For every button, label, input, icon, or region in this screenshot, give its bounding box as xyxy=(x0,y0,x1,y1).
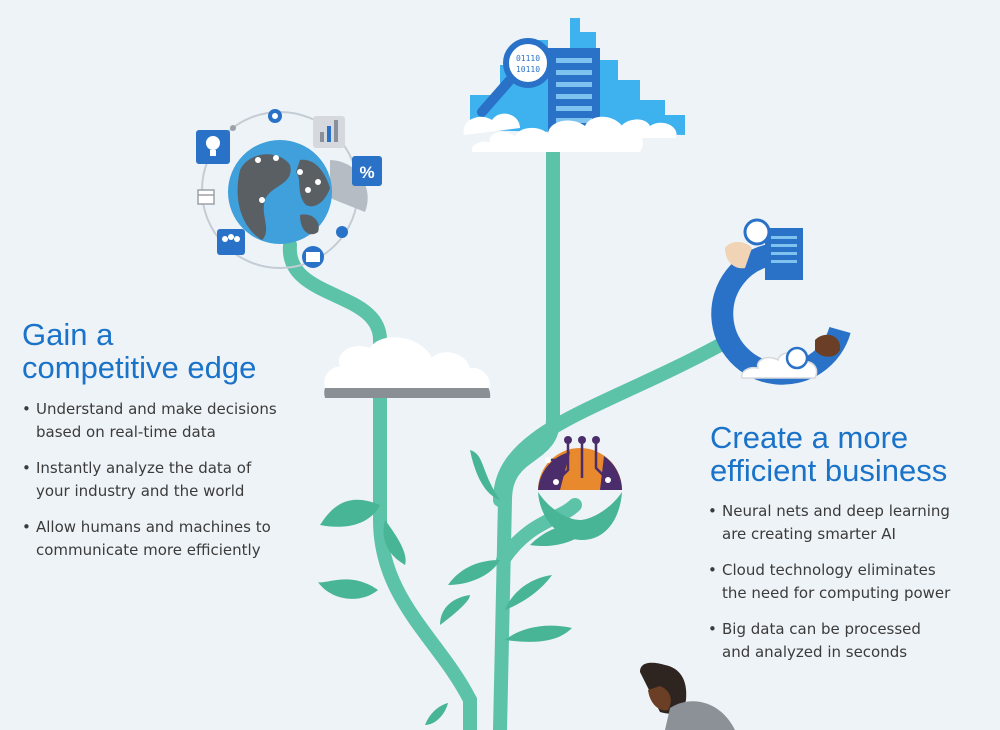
bullet-text: Understand and make decisions xyxy=(36,400,277,418)
leaf xyxy=(320,499,380,527)
magnifier-icon xyxy=(743,218,771,246)
calendar-icon xyxy=(197,189,215,205)
bullet-item: Big data can be processed and analyzed i… xyxy=(708,618,988,664)
bullet-item: Allow humans and machines to communicate… xyxy=(22,516,312,562)
bullet-text: Instantly analyze the data of xyxy=(36,459,252,477)
leaves xyxy=(318,450,590,725)
bullet-item: Neural nets and deep learning are creati… xyxy=(708,500,988,546)
bullet-item: Understand and make decisions based on r… xyxy=(22,398,312,444)
circuit-brain-icon xyxy=(538,436,622,540)
heading-line: Create a more xyxy=(710,420,909,455)
leaf xyxy=(383,520,406,565)
bullet-text: Neural nets and deep learning xyxy=(722,502,950,520)
vine-stems xyxy=(282,143,727,730)
hand-icon xyxy=(815,334,841,357)
bullet-text: Allow humans and machines to xyxy=(36,518,271,536)
bullet-item: Cloud technology eliminates the need for… xyxy=(708,559,988,605)
percent-label: % xyxy=(359,163,374,182)
bullet-text: Cloud technology eliminates xyxy=(722,561,936,579)
binary-line-1: 01110 xyxy=(516,54,540,63)
bullet-text: the need for computing power xyxy=(722,584,951,602)
bullet-text: communicate more efficiently xyxy=(36,541,261,559)
globe-cluster: % xyxy=(196,109,382,269)
magnifier-icon: 01110 10110 xyxy=(477,38,553,117)
right-section-heading: Create a more efficient business xyxy=(710,421,990,487)
bullet-text: based on real-time data xyxy=(36,423,216,441)
heading-line: Gain a xyxy=(22,317,114,352)
leaf xyxy=(448,560,500,585)
bullet-text: and analyzed in seconds xyxy=(722,643,908,661)
magnifier-icon xyxy=(785,346,809,370)
person-figure xyxy=(640,662,735,730)
leaf xyxy=(318,579,378,599)
leaf xyxy=(505,575,552,610)
leaf xyxy=(425,703,448,725)
leaf xyxy=(440,595,470,625)
leaf xyxy=(505,625,572,642)
right-bullet-list: Neural nets and deep learning are creati… xyxy=(708,500,988,677)
check-icon xyxy=(336,226,348,238)
cloud-icon xyxy=(471,116,643,152)
city-cloud-cluster: 01110 10110 xyxy=(463,18,685,152)
people-icon xyxy=(217,229,245,255)
left-section-heading: Gain a competitive edge xyxy=(22,318,322,384)
heading-line: efficient business xyxy=(710,453,948,488)
binary-line-2: 10110 xyxy=(516,65,540,74)
hand-icon xyxy=(725,242,752,269)
leaf xyxy=(470,450,500,500)
cycle-arrows-icon xyxy=(711,218,851,385)
percent-icon xyxy=(352,156,382,186)
bullet-text: are creating smarter AI xyxy=(722,525,896,543)
bullet-text: Big data can be processed xyxy=(722,620,921,638)
heading-line: competitive edge xyxy=(22,350,257,385)
bullet-text: your industry and the world xyxy=(36,482,245,500)
bullet-item: Instantly analyze the data of your indus… xyxy=(22,457,312,503)
cloud-icon xyxy=(324,337,491,398)
left-bullet-list: Understand and make decisions based on r… xyxy=(22,398,312,575)
